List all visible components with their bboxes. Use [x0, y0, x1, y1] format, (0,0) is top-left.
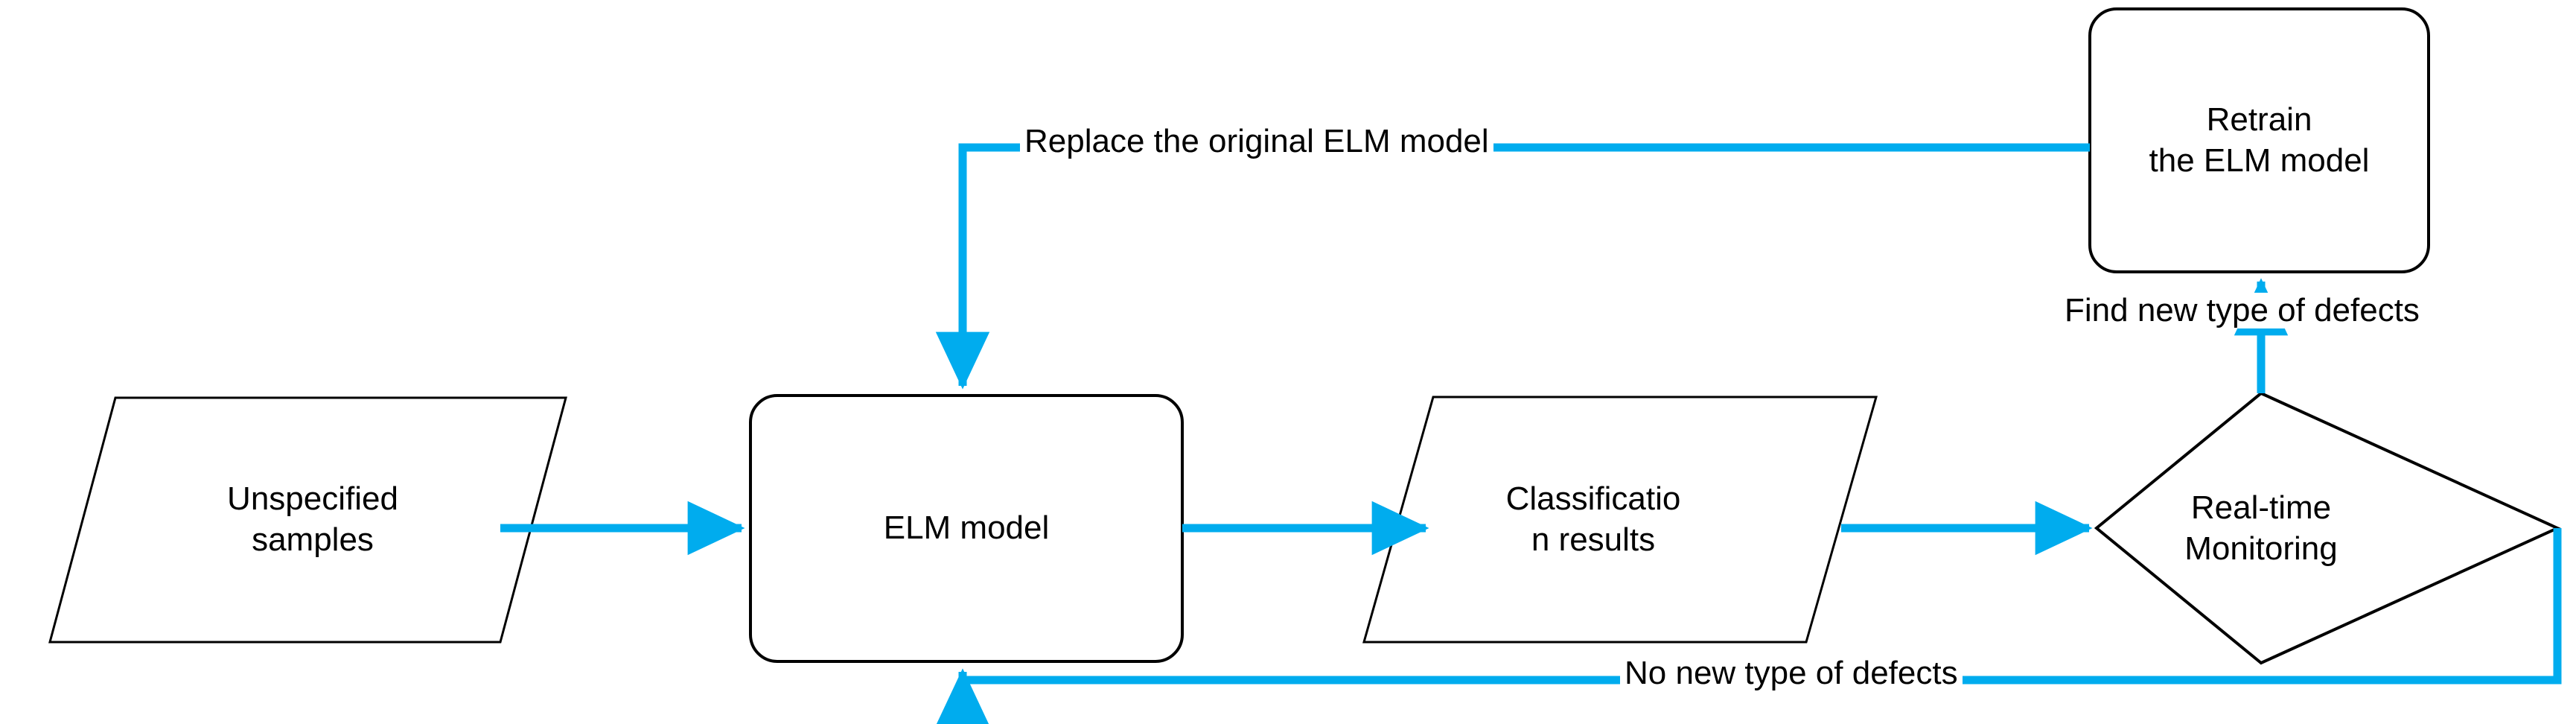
node-classification-results-shape[interactable]: [1362, 396, 1878, 644]
edge-label-replace-original-elm-model: Replace the original ELM model: [1020, 123, 1493, 160]
node-elm-model[interactable]: [750, 396, 1182, 661]
edge-retrain-to-elm: [935, 143, 2090, 390]
node-retrain-elm-model-shape[interactable]: [2088, 7, 2430, 273]
node-unspecified-samples-shape[interactable]: [48, 396, 567, 644]
node-real-time-monitoring-shape[interactable]: [2094, 391, 2561, 665]
edge-label-no-new-type-of-defects: No new type of defects: [1620, 655, 1963, 692]
node-unspecified-samples[interactable]: [50, 398, 566, 642]
edge-label-find-new-type-of-defects: Find new type of defects: [2060, 292, 2424, 329]
node-classification-results[interactable]: [1364, 397, 1876, 642]
node-real-time-monitoring[interactable]: [2097, 393, 2557, 663]
node-retrain-elm-model[interactable]: [2090, 9, 2429, 272]
